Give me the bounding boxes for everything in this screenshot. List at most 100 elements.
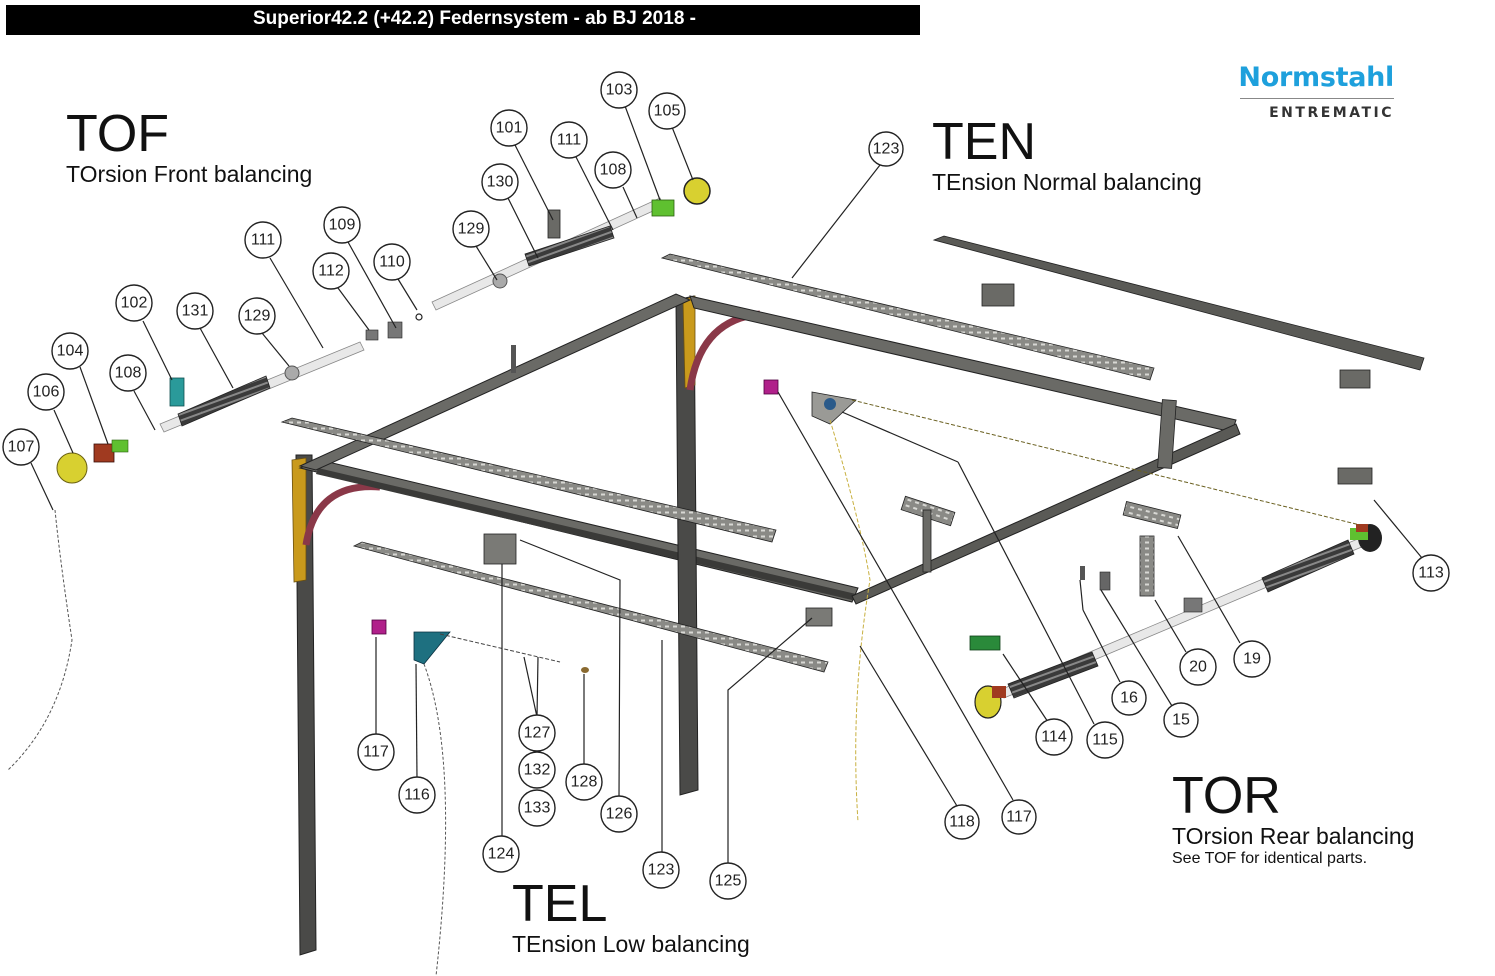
callout-number: 117	[1006, 809, 1032, 826]
callout-number: 19	[1243, 651, 1261, 668]
callout-number: 124	[488, 846, 515, 863]
callout-number: 109	[329, 217, 356, 234]
callout-114: 114	[1035, 718, 1073, 756]
drum-106	[56, 452, 88, 484]
bracket-124	[483, 533, 517, 565]
callout-number: 108	[115, 365, 142, 382]
callout-circle	[518, 751, 556, 789]
logo-brand: Normstahl	[1238, 62, 1394, 93]
bracket-19	[1122, 500, 1182, 530]
callout-115: 115	[1086, 721, 1124, 759]
callout-123: 123	[642, 851, 680, 889]
callout-circle	[1111, 680, 1147, 716]
angle-rails	[280, 235, 1425, 673]
title-bar: Superior42.2 (+42.2) Federnsystem - ab B…	[6, 5, 920, 35]
callout-circle	[1086, 721, 1124, 759]
part-112	[365, 329, 379, 341]
callout-circle	[709, 862, 747, 900]
page-title: Superior42.2 (+42.2) Federnsystem - ab B…	[252, 8, 696, 29]
callout-number: 123	[873, 141, 900, 158]
callout-127: 127	[518, 714, 556, 752]
callout-number: 127	[524, 725, 551, 742]
callout-circle	[1035, 718, 1073, 756]
callout-circle	[868, 131, 904, 167]
normstahl-logo: Normstahl ENTREMATIC	[1238, 62, 1394, 121]
callout-circle	[944, 804, 980, 840]
section-ten-code: TEN	[932, 113, 1036, 171]
callout-number: 123	[648, 862, 675, 879]
section-tor-note: See TOF for identical parts.	[1172, 850, 1368, 867]
callout-circle	[482, 835, 520, 873]
logo-sub-brand: ENTREMATIC	[1269, 105, 1394, 121]
callout-circle	[398, 776, 436, 814]
cone-129-left	[284, 365, 300, 381]
cable-ten-down	[829, 419, 871, 823]
callout-circle	[1233, 640, 1271, 678]
bracket-ten-end	[1339, 369, 1371, 389]
rail-tel	[352, 541, 829, 673]
callout-104: 104	[51, 332, 89, 370]
callout-113: 113	[1412, 554, 1450, 592]
callout-15: 15	[1163, 702, 1199, 738]
callout-circle	[452, 210, 490, 248]
callout-circle	[2, 428, 40, 466]
leader-lines	[30, 105, 1423, 866]
callout-129: 129	[452, 210, 490, 248]
callout-108: 108	[594, 151, 632, 189]
callout-number: 114	[1041, 729, 1067, 746]
callout-number: 129	[458, 221, 485, 238]
part-109	[387, 321, 403, 339]
callout-129: 129	[238, 297, 276, 335]
small-brackets	[483, 283, 1373, 627]
callout-circle	[109, 354, 147, 392]
callout-number: 133	[524, 800, 551, 817]
callout-number: 130	[487, 174, 514, 191]
tor-spring-left	[1007, 651, 1099, 699]
callout-111: 111	[550, 121, 588, 159]
bracket-125	[805, 607, 833, 627]
door-frame	[291, 293, 1241, 956]
rail-ten-long	[932, 235, 1425, 371]
callout-111: 111	[244, 221, 282, 259]
callout-circle	[642, 851, 680, 889]
callout-number: 117	[363, 744, 389, 761]
callout-16: 16	[1111, 680, 1147, 716]
callout-number: 101	[496, 120, 523, 137]
callout-19: 19	[1233, 640, 1271, 678]
callout-number: 110	[379, 254, 405, 271]
part-114	[969, 635, 1001, 651]
section-ten: TEN TEnsion Normal balancing	[932, 116, 1202, 196]
callout-circle	[600, 795, 638, 833]
callout-number: 20	[1189, 659, 1207, 676]
rear-cross-track	[851, 423, 1241, 605]
callout-number: 106	[33, 384, 60, 401]
callout-circle	[594, 151, 632, 189]
cable-107	[7, 509, 73, 771]
section-tor-description: TOrsion Rear balancing	[1172, 823, 1415, 849]
callout-number: 132	[524, 762, 551, 779]
callout-number: 108	[600, 162, 627, 179]
callout-number: 104	[57, 343, 84, 360]
callout-circle	[648, 92, 686, 130]
callout-128: 128	[565, 763, 603, 801]
callout-number: 131	[182, 303, 209, 320]
section-tor: TOR TOrsion Rear balancing See TOF for i…	[1172, 770, 1414, 868]
callout-number: 16	[1120, 690, 1138, 707]
bracket-20	[1139, 535, 1155, 597]
callout-circle	[1163, 702, 1199, 738]
callout-107: 107	[2, 428, 40, 466]
spring-130	[524, 225, 615, 267]
left-vertical-bracket	[291, 457, 307, 583]
callout-number: 102	[121, 295, 148, 312]
mid-hanger-post	[922, 509, 932, 573]
callout-circle	[27, 373, 65, 411]
callout-number: 125	[715, 873, 742, 890]
tor-shaft-assembly	[969, 524, 1382, 719]
callout-number: 15	[1172, 712, 1190, 729]
callout-number: 129	[244, 308, 271, 325]
callout-circle	[373, 243, 411, 281]
callout-116: 116	[398, 776, 436, 814]
callout-number: 128	[571, 774, 598, 791]
cable-ten	[851, 399, 1361, 526]
